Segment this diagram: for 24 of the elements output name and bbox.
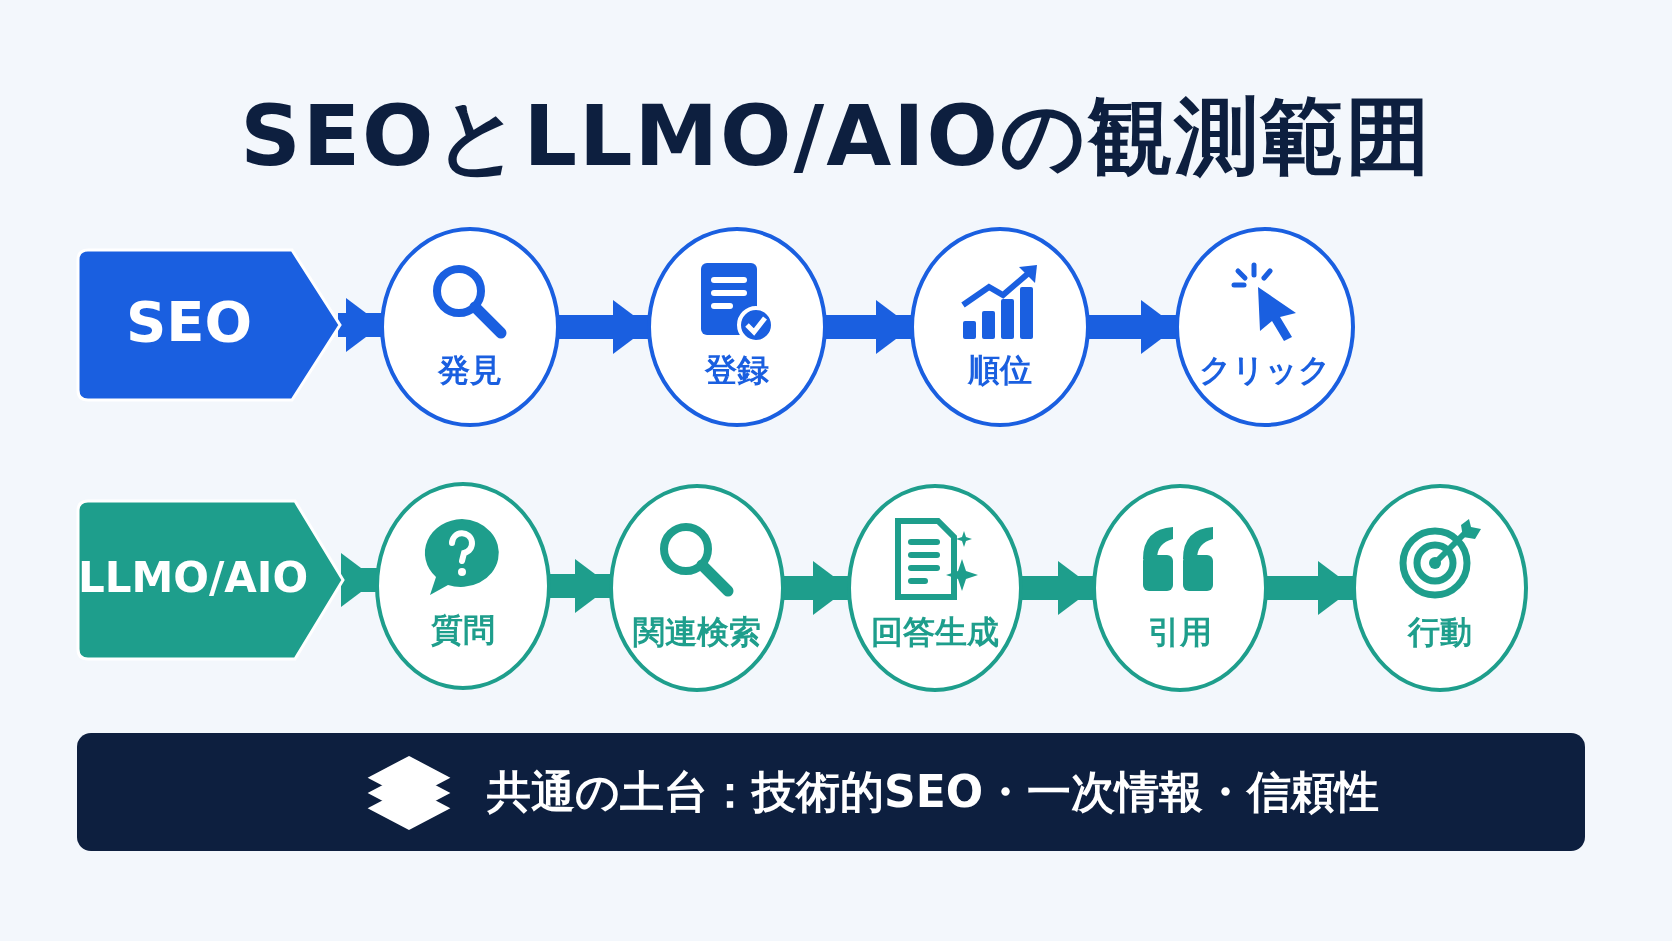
step-label: 質問 (430, 609, 496, 651)
arrow (825, 300, 912, 354)
arrow (783, 561, 849, 615)
step-label: 登録 (703, 350, 770, 391)
arrow (1088, 300, 1177, 354)
arrow (341, 553, 377, 607)
row-tag (78, 250, 340, 400)
arrow (1021, 561, 1094, 615)
arrow (549, 559, 611, 613)
row-tag (78, 501, 343, 659)
step-label: 回答生成 (870, 611, 1000, 653)
foundation-text: 共通の土台：技術的SEO・一次情報・信頼性 (487, 765, 1380, 819)
arrow (338, 298, 382, 352)
step-label: 順位 (966, 350, 1033, 391)
arrow (1266, 561, 1354, 615)
step-label: 関連検索 (632, 611, 762, 653)
step-label: 行動 (1406, 611, 1473, 653)
step-label: 引用 (1147, 611, 1213, 653)
tag-label: SEO (124, 289, 254, 354)
arrow (558, 300, 649, 354)
step-label: 発見 (437, 350, 503, 391)
title: SEOとLLMO/AIOの観測範囲 (239, 86, 1433, 187)
step-label: クリック (1198, 350, 1332, 391)
foundation-bar (77, 733, 1585, 851)
